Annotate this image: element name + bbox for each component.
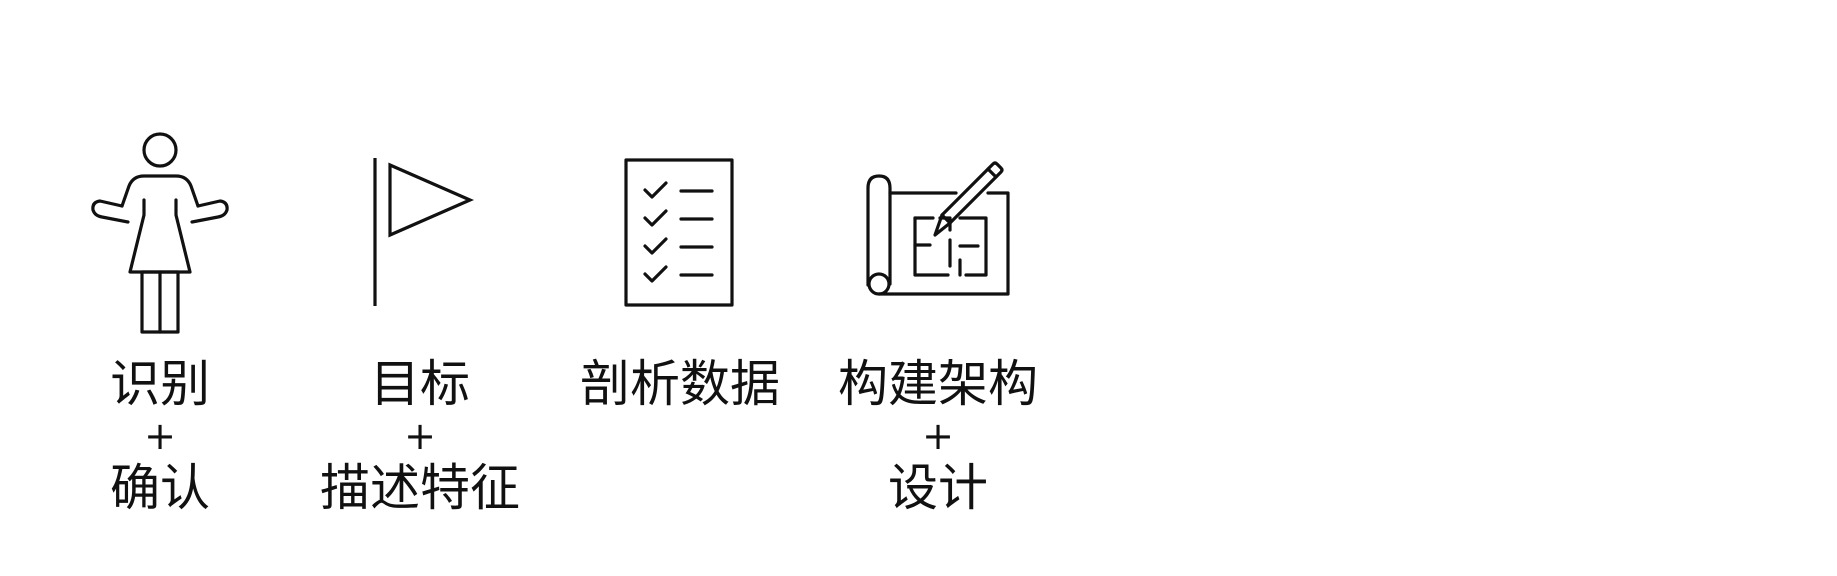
- label-line-2: 描述特征: [320, 459, 520, 517]
- label-line-2: 确认: [110, 459, 210, 517]
- label-line-1: 构建架构: [838, 355, 1038, 413]
- label-plus: +: [922, 414, 954, 458]
- step-label: 识别 + 确认: [40, 358, 280, 514]
- step-goal: 目标 + 描述特征: [300, 0, 540, 576]
- label-line-1: 识别: [110, 355, 210, 413]
- step-label: 剖析数据: [560, 358, 800, 410]
- label-line-1: 剖析数据: [580, 355, 780, 413]
- step-identify: 识别 + 确认: [40, 0, 280, 576]
- checklist-icon: [624, 158, 734, 307]
- step-build-architecture: 构建架构 + 设计: [818, 0, 1058, 576]
- label-plus: +: [404, 414, 436, 458]
- person-shrug-icon: [91, 132, 229, 334]
- label-plus: +: [144, 414, 176, 458]
- flag-icon: [373, 158, 474, 306]
- label-line-1: 目标: [370, 355, 470, 413]
- step-profile-data: 剖析数据: [560, 0, 800, 576]
- label-line-2: 设计: [888, 459, 988, 517]
- step-label: 目标 + 描述特征: [300, 358, 540, 514]
- step-label: 构建架构 + 设计: [818, 358, 1058, 514]
- blueprint-pencil-icon: [866, 161, 1010, 296]
